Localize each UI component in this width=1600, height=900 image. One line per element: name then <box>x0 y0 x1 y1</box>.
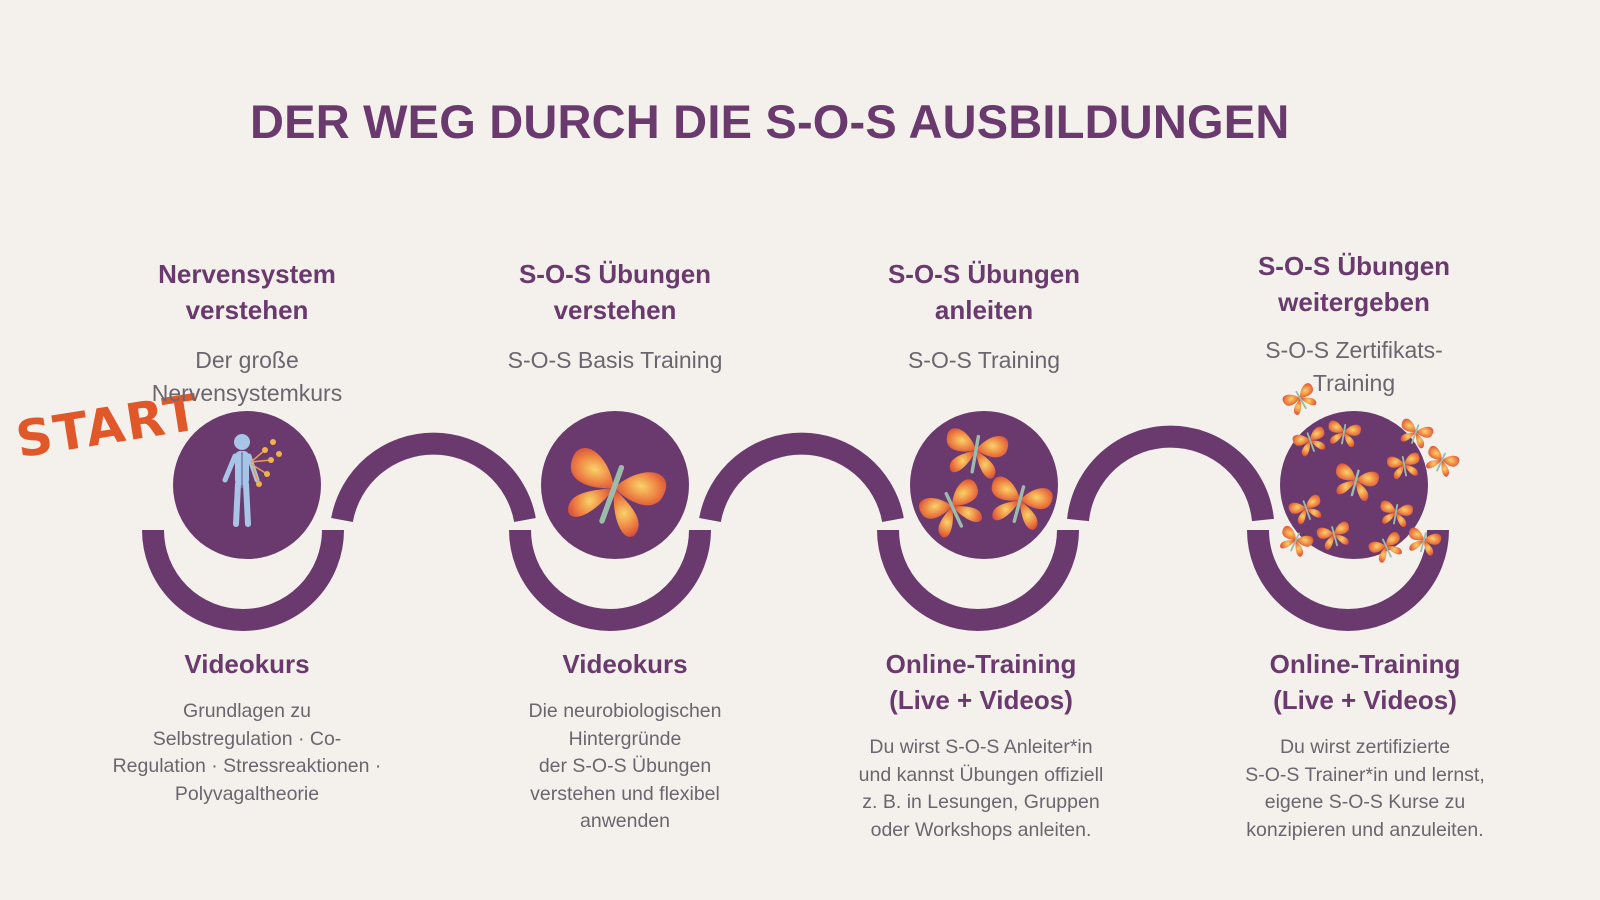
step-1-format: Videokurs <box>184 649 310 679</box>
step-4-heading: S-O-S Übungen weitergeben <box>1257 251 1451 317</box>
path-lower-arc-3 <box>877 529 1079 631</box>
page-title: DER WEG DURCH DIE S-O-S AUSBILDUNGEN <box>250 95 1290 148</box>
step-1-heading: Nervensystem verstehen <box>158 259 336 325</box>
path-lower-arc-4 <box>1247 529 1449 631</box>
step-2-format: Videokurs <box>562 649 688 679</box>
step-4-description: Du wirst zertifizierte S-O-S Trainer*in … <box>1245 736 1485 841</box>
human-nervous-system-icon <box>222 434 282 527</box>
step-3-heading: S-O-S Übungen anleiten <box>887 259 1081 325</box>
step-1-description: Grundlagen zu Selbstregulation · Co- Reg… <box>112 700 382 805</box>
step-2-course: S-O-S Basis Training <box>507 347 723 373</box>
path-upper-arc-2 <box>699 432 904 523</box>
step-4-format: Online-Training (Live + Videos) <box>1269 649 1461 715</box>
step-2-description: Die neurobiologischen Hintergründe der S… <box>528 700 722 832</box>
path-lower-arc-1 <box>142 529 344 631</box>
step-circle-3 <box>910 411 1058 559</box>
path-lower-arc-2 <box>509 529 711 631</box>
step-1-course: Der große Nervensystemkurs <box>151 347 343 406</box>
path-upper-arc-3 <box>1067 425 1274 522</box>
step-3-course: S-O-S Training <box>907 347 1061 373</box>
step-4-course: S-O-S Zertifikats- Training <box>1265 337 1443 396</box>
path-upper-arc-1 <box>331 432 536 523</box>
step-3-format: Online-Training (Live + Videos) <box>885 649 1077 715</box>
step-3-description: Du wirst S-O-S Anleiter*in und kannst Üb… <box>858 736 1104 841</box>
step-2-heading: S-O-S Übungen verstehen <box>518 259 712 325</box>
